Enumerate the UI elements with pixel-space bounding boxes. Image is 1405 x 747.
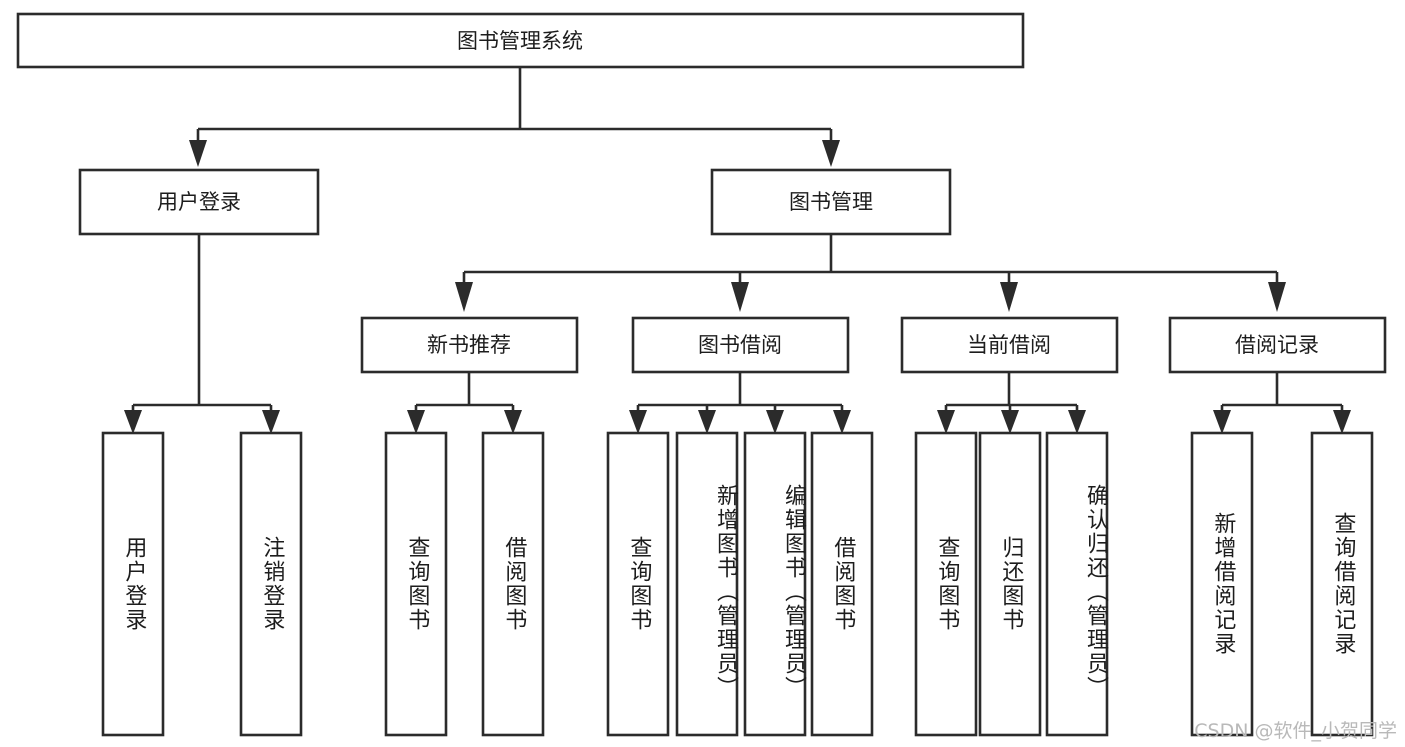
new-book-recommend-label: 新书推荐: [427, 333, 511, 357]
arrow-leaf-new-book-0: [407, 410, 425, 434]
arrow-leaf-book-borrow-0: [629, 410, 647, 434]
node-book-borrow[interactable]: 图书借阅: [631, 316, 850, 374]
arrow-leaf-current-borrow-2: [1068, 410, 1086, 434]
current-borrow-box: [900, 316, 1119, 374]
csdn-watermark: CSDN @软件_小贺同学: [1194, 720, 1397, 742]
leaf-box-current-borrow-1[interactable]: [978, 431, 1042, 737]
leaf-box-user-login-0[interactable]: [101, 431, 165, 737]
leaf-box-book-borrow-2[interactable]: [743, 431, 807, 737]
leaf-box-user-login-1[interactable]: [239, 431, 303, 737]
arrow-level3-3: [1268, 282, 1286, 312]
node-borrow-record[interactable]: 借阅记录: [1168, 316, 1387, 374]
borrow-record-label: 借阅记录: [1235, 333, 1319, 357]
arrow-user-login: [189, 140, 207, 167]
current-borrow-label: 当前借阅: [967, 333, 1051, 357]
arrow-leaf-current-borrow-1: [1001, 410, 1019, 434]
arrow-leaf-current-borrow-0: [937, 410, 955, 434]
arrow-level3-2: [1000, 282, 1018, 312]
leaf-box-current-borrow-0[interactable]: [914, 431, 978, 737]
borrow-record-box: [1168, 316, 1387, 374]
arrow-leaf-book-borrow-3: [833, 410, 851, 434]
arrow-book-manage: [822, 140, 840, 167]
leaf-box-book-borrow-3[interactable]: [810, 431, 874, 737]
book-borrow-label: 图书借阅: [698, 333, 782, 357]
node-user-login[interactable]: 用户登录: [78, 168, 320, 236]
leaf-box-book-borrow-1[interactable]: [675, 431, 739, 737]
node-root[interactable]: 图书管理系统: [16, 12, 1025, 69]
leaf-box-current-borrow-2[interactable]: [1045, 431, 1109, 737]
leaf-box-new-book-0[interactable]: [384, 431, 448, 737]
arrow-leaf-borrow-record-1: [1333, 410, 1351, 434]
arrow-leaf-user-login-1: [262, 410, 280, 434]
node-current-borrow[interactable]: 当前借阅: [900, 316, 1119, 374]
book-manage-box: [710, 168, 952, 236]
root-label: 图书管理系统: [457, 29, 583, 53]
arrow-level3-1: [731, 282, 749, 312]
arrow-leaf-borrow-record-0: [1213, 410, 1231, 434]
book-manage-label: 图书管理: [789, 190, 873, 214]
book-borrow-box: [631, 316, 850, 374]
root-box: [16, 12, 1025, 69]
user-login-label: 用户登录: [157, 190, 241, 214]
arrow-leaf-new-book-1: [504, 410, 522, 434]
arrow-leaf-user-login-0: [124, 410, 142, 434]
arrow-leaf-book-borrow-2: [766, 410, 784, 434]
leaf-box-new-book-1[interactable]: [481, 431, 545, 737]
leaf-box-borrow-record-0[interactable]: [1190, 431, 1254, 737]
leaf-box-borrow-record-1[interactable]: [1310, 431, 1374, 737]
node-book-manage[interactable]: 图书管理: [710, 168, 952, 236]
arrow-level3-0: [455, 282, 473, 312]
leaf-box-book-borrow-0[interactable]: [606, 431, 670, 737]
node-new-book-recommend[interactable]: 新书推荐: [360, 316, 579, 374]
arrow-leaf-book-borrow-1: [698, 410, 716, 434]
new-book-recommend-box: [360, 316, 579, 374]
